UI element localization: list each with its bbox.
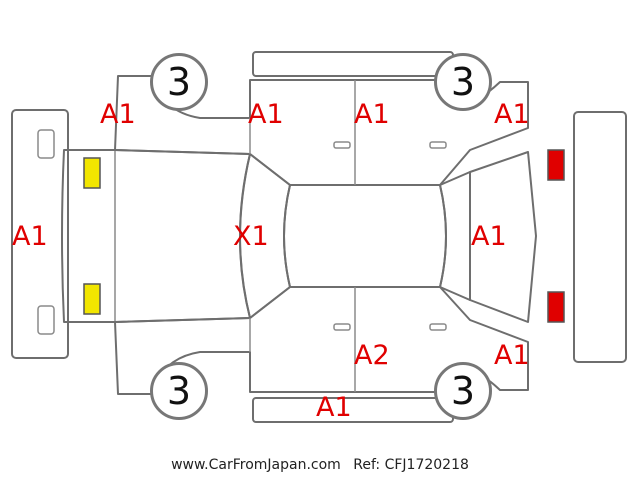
rear-glass-panel: [439, 171, 471, 301]
taillight-top: [547, 149, 565, 181]
code-left-front-door: A1: [248, 99, 284, 130]
wheel-right-front: 3: [150, 362, 208, 420]
footer-ref: Ref: CFJ1720218: [353, 457, 469, 473]
code-roof: X1: [233, 221, 269, 252]
trunk-panel: [469, 151, 537, 323]
front-bumper: [11, 109, 69, 359]
code-right-sill: A1: [316, 392, 352, 423]
code-left-front-fender: A1: [100, 99, 136, 130]
footer-site: www.CarFromJapan.com: [171, 457, 341, 473]
headlight-bottom: [83, 283, 101, 315]
rear-bumper: [573, 111, 627, 363]
wheel-left-front: 3: [150, 53, 208, 111]
footer: www.CarFromJapan.com Ref: CFJ1720218: [0, 457, 640, 473]
code-right-rear-fender: A1: [494, 340, 530, 371]
code-left-rear-door: A1: [354, 99, 390, 130]
code-right-rear-door: A2: [354, 340, 390, 371]
wheel-left-rear: 3: [434, 53, 492, 111]
code-rear-glass: A1: [471, 221, 507, 252]
code-left-rear-fender: A1: [494, 99, 530, 130]
roof-panel: [283, 184, 447, 288]
taillight-bottom: [547, 291, 565, 323]
code-front-bumper: A1: [12, 221, 48, 252]
headlight-top: [83, 157, 101, 189]
wheel-right-rear: 3: [434, 362, 492, 420]
